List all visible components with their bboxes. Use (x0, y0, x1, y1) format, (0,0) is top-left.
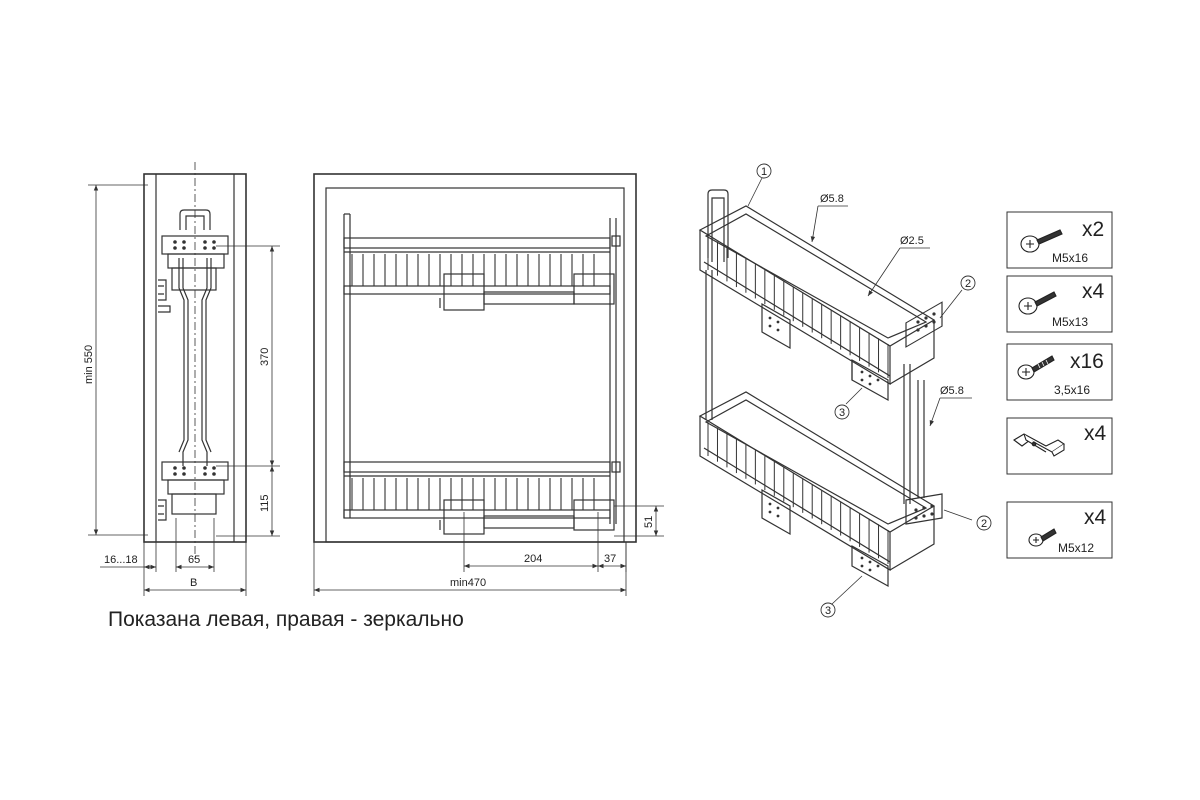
screw-icon (1020, 229, 1063, 253)
callout-3-top: 3 (839, 407, 845, 419)
side-frame (179, 209, 211, 230)
hardware-size-1: M5x16 (1052, 251, 1088, 265)
hardware-kit: x2 M5x16 x4 M5x13 x16 3,5x16 (1006, 211, 1113, 559)
hardware-qty-2: x4 (1082, 280, 1105, 303)
callout-3-bottom: 3 (825, 605, 831, 617)
hardware-qty-3: x16 (1070, 350, 1104, 373)
hardware-size-3: 3,5x16 (1054, 383, 1090, 397)
hardware-qty-1: x2 (1082, 218, 1104, 241)
iso-leaders (747, 177, 973, 605)
wire-side-label: Ø5.8 (940, 385, 964, 397)
hardware-item-3: x16 3,5x16 (1006, 343, 1113, 401)
hardware-size-5: M5x12 (1058, 541, 1094, 555)
side-rail-label: 65 (188, 554, 200, 566)
hardware-item-5: x4 M5x12 (1006, 501, 1113, 559)
side-lower-span-label: 115 (259, 494, 271, 512)
iso-basket-bars (707, 236, 889, 564)
side-width-label: B (190, 577, 197, 589)
hardware-qty-5: x4 (1084, 506, 1107, 529)
wire-thin-label: Ø2.5 (900, 235, 924, 247)
screw-icon (1028, 528, 1057, 547)
callout-2-bottom: 2 (981, 518, 987, 530)
iso-top-basket-rim (698, 205, 936, 347)
wood-screw-icon (1017, 355, 1055, 380)
iso-callouts (756, 163, 992, 618)
front-top-basket (343, 237, 611, 249)
front-height-label: 51 (643, 516, 655, 528)
front-depth-label: min470 (450, 577, 486, 589)
iso-holes (768, 312, 936, 572)
wire-top-label: Ø5.8 (820, 193, 844, 205)
side-dimensions (88, 184, 280, 596)
hardware-item-1: x2 M5x16 (1006, 211, 1113, 269)
caption-text: Показана левая, правая - зеркально (108, 608, 464, 631)
side-height-label: min 550 (83, 345, 95, 384)
front-basket-bars (351, 254, 595, 510)
iso-view (698, 189, 943, 588)
callout-2-top: 2 (965, 278, 971, 290)
iso-bottom-basket-rim (698, 391, 936, 533)
front-dimensions (313, 505, 664, 596)
side-holes (173, 240, 216, 476)
side-upper-span-label: 370 (259, 348, 271, 366)
hardware-item-2: x4 M5x13 (1006, 275, 1113, 333)
hardware-qty-4: x4 (1084, 422, 1107, 445)
mounting-bracket-icon (1013, 433, 1065, 457)
hardware-size-2: M5x13 (1052, 315, 1088, 329)
callout-1: 1 (761, 166, 767, 178)
front-cabinet-outline (313, 173, 637, 543)
front-bottom-basket (343, 461, 611, 473)
front-spacing-label: 204 (524, 553, 542, 565)
screw-icon (1018, 291, 1057, 315)
side-view (143, 162, 247, 560)
front-edge-label: 37 (604, 553, 616, 565)
hardware-item-4: x4 (1006, 417, 1113, 475)
front-view (313, 173, 637, 543)
side-offset-label: 16...18 (104, 554, 138, 566)
